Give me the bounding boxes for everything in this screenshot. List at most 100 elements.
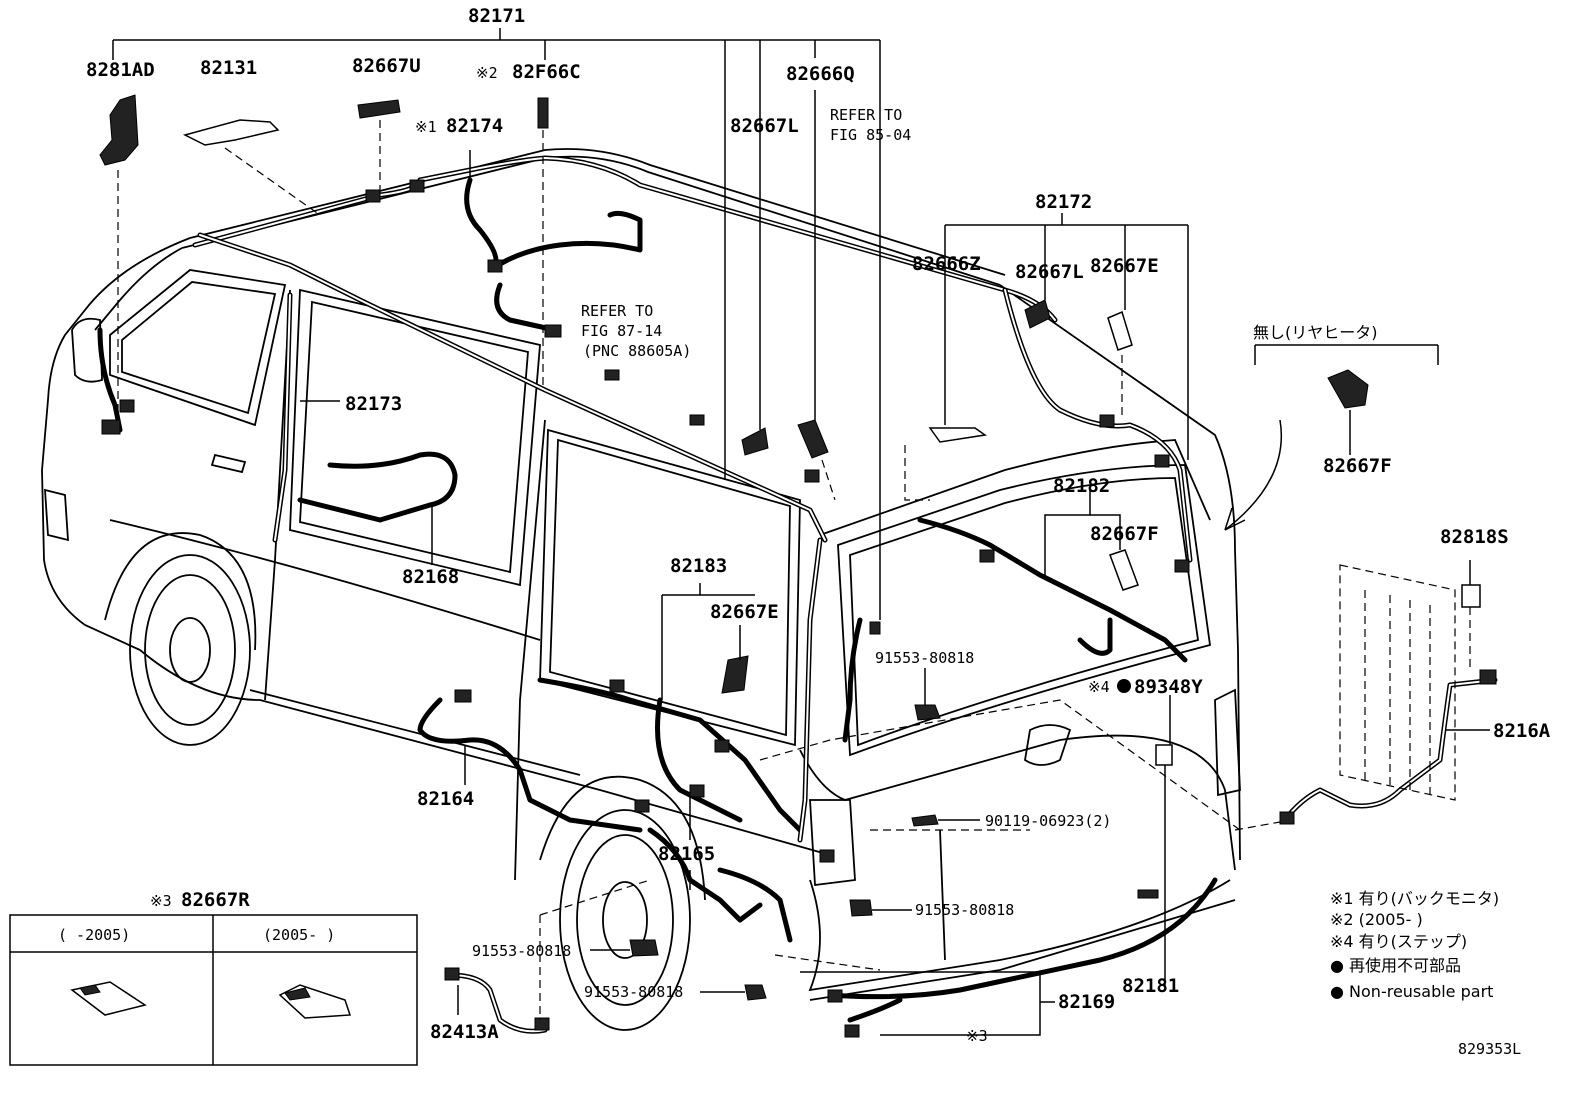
connector <box>1479 669 1497 685</box>
connector <box>819 849 835 863</box>
parts <box>99 94 1497 1038</box>
label-82667L-a: 82667L <box>730 115 799 137</box>
connector <box>1099 414 1115 428</box>
label-89348Y-mark: ※4 <box>1088 678 1110 696</box>
van-body <box>41 148 1241 1031</box>
label-82181: 82181 <box>1122 975 1179 997</box>
label-90119-06923: 90119-06923(2) <box>985 812 1111 830</box>
label-91553-80818-b: 91553-80818 <box>915 901 1014 919</box>
part-82818S <box>1461 584 1481 608</box>
part-82667L <box>741 427 769 456</box>
label-82169: 82169 <box>1058 991 1115 1013</box>
connector <box>409 179 425 193</box>
part-82131 <box>182 119 280 146</box>
connector <box>604 369 620 381</box>
label-82131: 82131 <box>200 57 257 79</box>
label-refer-87-14-a: REFER TO <box>581 302 653 320</box>
label-8281AD: 8281AD <box>86 59 155 81</box>
connector <box>544 324 562 338</box>
connector <box>869 621 881 635</box>
label-8216A: 8216A <box>1493 720 1551 742</box>
connector <box>1174 559 1190 573</box>
connector <box>1137 889 1159 899</box>
connector <box>444 967 460 981</box>
non-reusable-dot <box>1117 679 1131 693</box>
connector <box>689 784 705 798</box>
label-82667F-b: 82667F <box>1090 523 1159 545</box>
diagram-id: 829353L <box>1458 1040 1521 1058</box>
connector <box>714 739 730 753</box>
connector <box>119 399 135 413</box>
connector <box>1154 454 1170 468</box>
legend-note-4: ※4 有り(ステップ) <box>1330 932 1467 951</box>
label-82172: 82172 <box>1035 191 1092 213</box>
part-82F66C <box>537 97 549 129</box>
connector <box>634 799 650 813</box>
connector <box>844 1024 860 1038</box>
label-82174-mark: ※1 <box>415 118 437 136</box>
label-nashi-rear-heater: 無し(リヤヒータ) <box>1253 323 1378 342</box>
part-82667F-b <box>1109 549 1139 591</box>
label-82413A: 82413A <box>430 1021 499 1043</box>
inset-82667R: ( -2005) (2005- ) <box>9 914 418 1066</box>
label-82183: 82183 <box>670 555 727 577</box>
label-82667E-a: 82667E <box>1090 255 1159 277</box>
part-labels: 82171 8281AD 82131 82667U ※2 82F66C ※1 8… <box>86 5 1551 1045</box>
label-refer-85-04-a: REFER TO <box>830 106 902 124</box>
part-89348Y <box>1155 744 1173 766</box>
connector <box>1279 811 1295 825</box>
label-82666Z: 82666Z <box>912 253 981 275</box>
label-82667F-a: 82667F <box>1323 455 1392 477</box>
label-82173: 82173 <box>345 393 402 415</box>
label-82171: 82171 <box>468 5 525 27</box>
label-refer-87-14-b: FIG 87-14 <box>581 322 662 340</box>
label-82667L-b: 82667L <box>1015 261 1084 283</box>
label-82667R-mark: ※3 <box>150 892 172 910</box>
label-89348Y: 89348Y <box>1134 676 1203 698</box>
screw-90119 <box>911 814 939 827</box>
label-refer-85-04-b: FIG 85-04 <box>830 126 911 144</box>
label-82F66C-mark: ※2 <box>476 64 498 82</box>
label-refer-87-14-c: (PNC 88605A) <box>583 342 691 360</box>
legend-note-2: ※2 (2005- ) <box>1330 910 1423 929</box>
connector <box>101 419 121 435</box>
connector <box>534 1017 550 1031</box>
part-82667U <box>357 99 401 119</box>
part-82666Z <box>928 427 987 443</box>
label-82667E-b: 82667E <box>710 601 779 623</box>
connector <box>487 259 503 273</box>
connector <box>804 469 820 483</box>
connector <box>689 414 705 426</box>
label-82F66C: 82F66C <box>512 61 581 83</box>
bolt-91553-b <box>849 899 873 917</box>
connector <box>454 689 472 703</box>
part-82667R-new <box>278 984 352 1019</box>
label-82165: 82165 <box>658 843 715 865</box>
legend: ※1 有り(バックモニタ) ※2 (2005- ) ※4 有り(ステップ) ● … <box>1330 889 1499 1001</box>
part-8281AD <box>99 94 139 166</box>
part-82667F-a <box>1327 369 1369 409</box>
bolt-91553-d <box>744 984 767 1001</box>
label-82164: 82164 <box>417 788 474 810</box>
bolt-91553-a <box>914 704 941 721</box>
label-91553-80818-c: 91553-80818 <box>472 942 571 960</box>
label-82182: 82182 <box>1053 475 1110 497</box>
connector <box>827 989 843 1003</box>
label-82818S: 82818S <box>1440 526 1509 548</box>
part-82666Q <box>797 419 829 459</box>
label-82667U: 82667U <box>352 55 421 77</box>
label-91553-80818-d: 91553-80818 <box>584 983 683 1001</box>
label-ref3: ※3 <box>966 1027 988 1045</box>
legend-non-reusable-jp: ● 再使用不可部品 <box>1330 956 1461 975</box>
label-82667R: 82667R <box>181 889 250 911</box>
label-82168: 82168 <box>402 566 459 588</box>
connector <box>979 549 995 563</box>
connector <box>609 679 625 693</box>
bolt-91553-c <box>629 939 659 957</box>
label-82174: 82174 <box>446 115 503 137</box>
label-91553-80818-a: 91553-80818 <box>875 649 974 667</box>
part-82667L-b <box>1024 299 1051 329</box>
legend-note-1: ※1 有り(バックモニタ) <box>1330 889 1499 908</box>
leader-lines <box>112 28 1490 1036</box>
